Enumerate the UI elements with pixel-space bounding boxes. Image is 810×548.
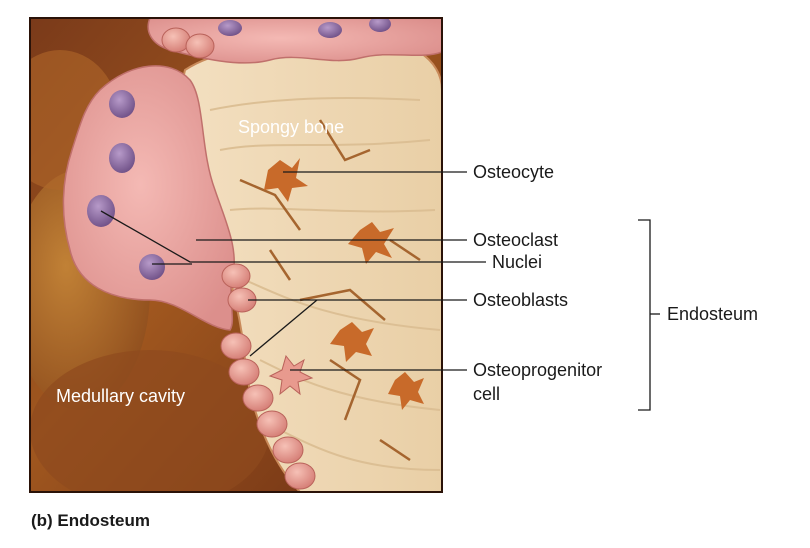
nucleus <box>139 254 165 280</box>
osteocyte-cell <box>264 158 308 202</box>
figure-caption: (b) Endosteum <box>31 511 150 530</box>
label-osteoprogenitor-cell: cell <box>473 384 500 404</box>
nucleus <box>109 143 135 173</box>
label-endosteum: Endosteum <box>667 304 758 324</box>
label-nuclei: Nuclei <box>492 252 542 272</box>
label-medullary-cavity: Medullary cavity <box>56 386 185 406</box>
panel-border <box>29 17 443 493</box>
osteoprogenitor-cell <box>268 354 314 396</box>
label-spongy-bone: Spongy bone <box>238 117 344 137</box>
endosteum-bracket <box>638 219 651 411</box>
osteoblast-layer <box>161 27 316 490</box>
label-osteoprogenitor: Osteoprogenitor <box>473 360 602 380</box>
label-osteoclast: Osteoclast <box>473 230 558 250</box>
leader-osteoblasts-branch <box>249 299 318 357</box>
label-osteoblasts: Osteoblasts <box>473 290 568 310</box>
label-osteocyte: Osteocyte <box>473 162 554 182</box>
nucleus <box>109 90 135 118</box>
leader-nuclei <box>100 210 486 263</box>
illustration-panel: Spongy bone Medullary cavity <box>30 18 442 492</box>
